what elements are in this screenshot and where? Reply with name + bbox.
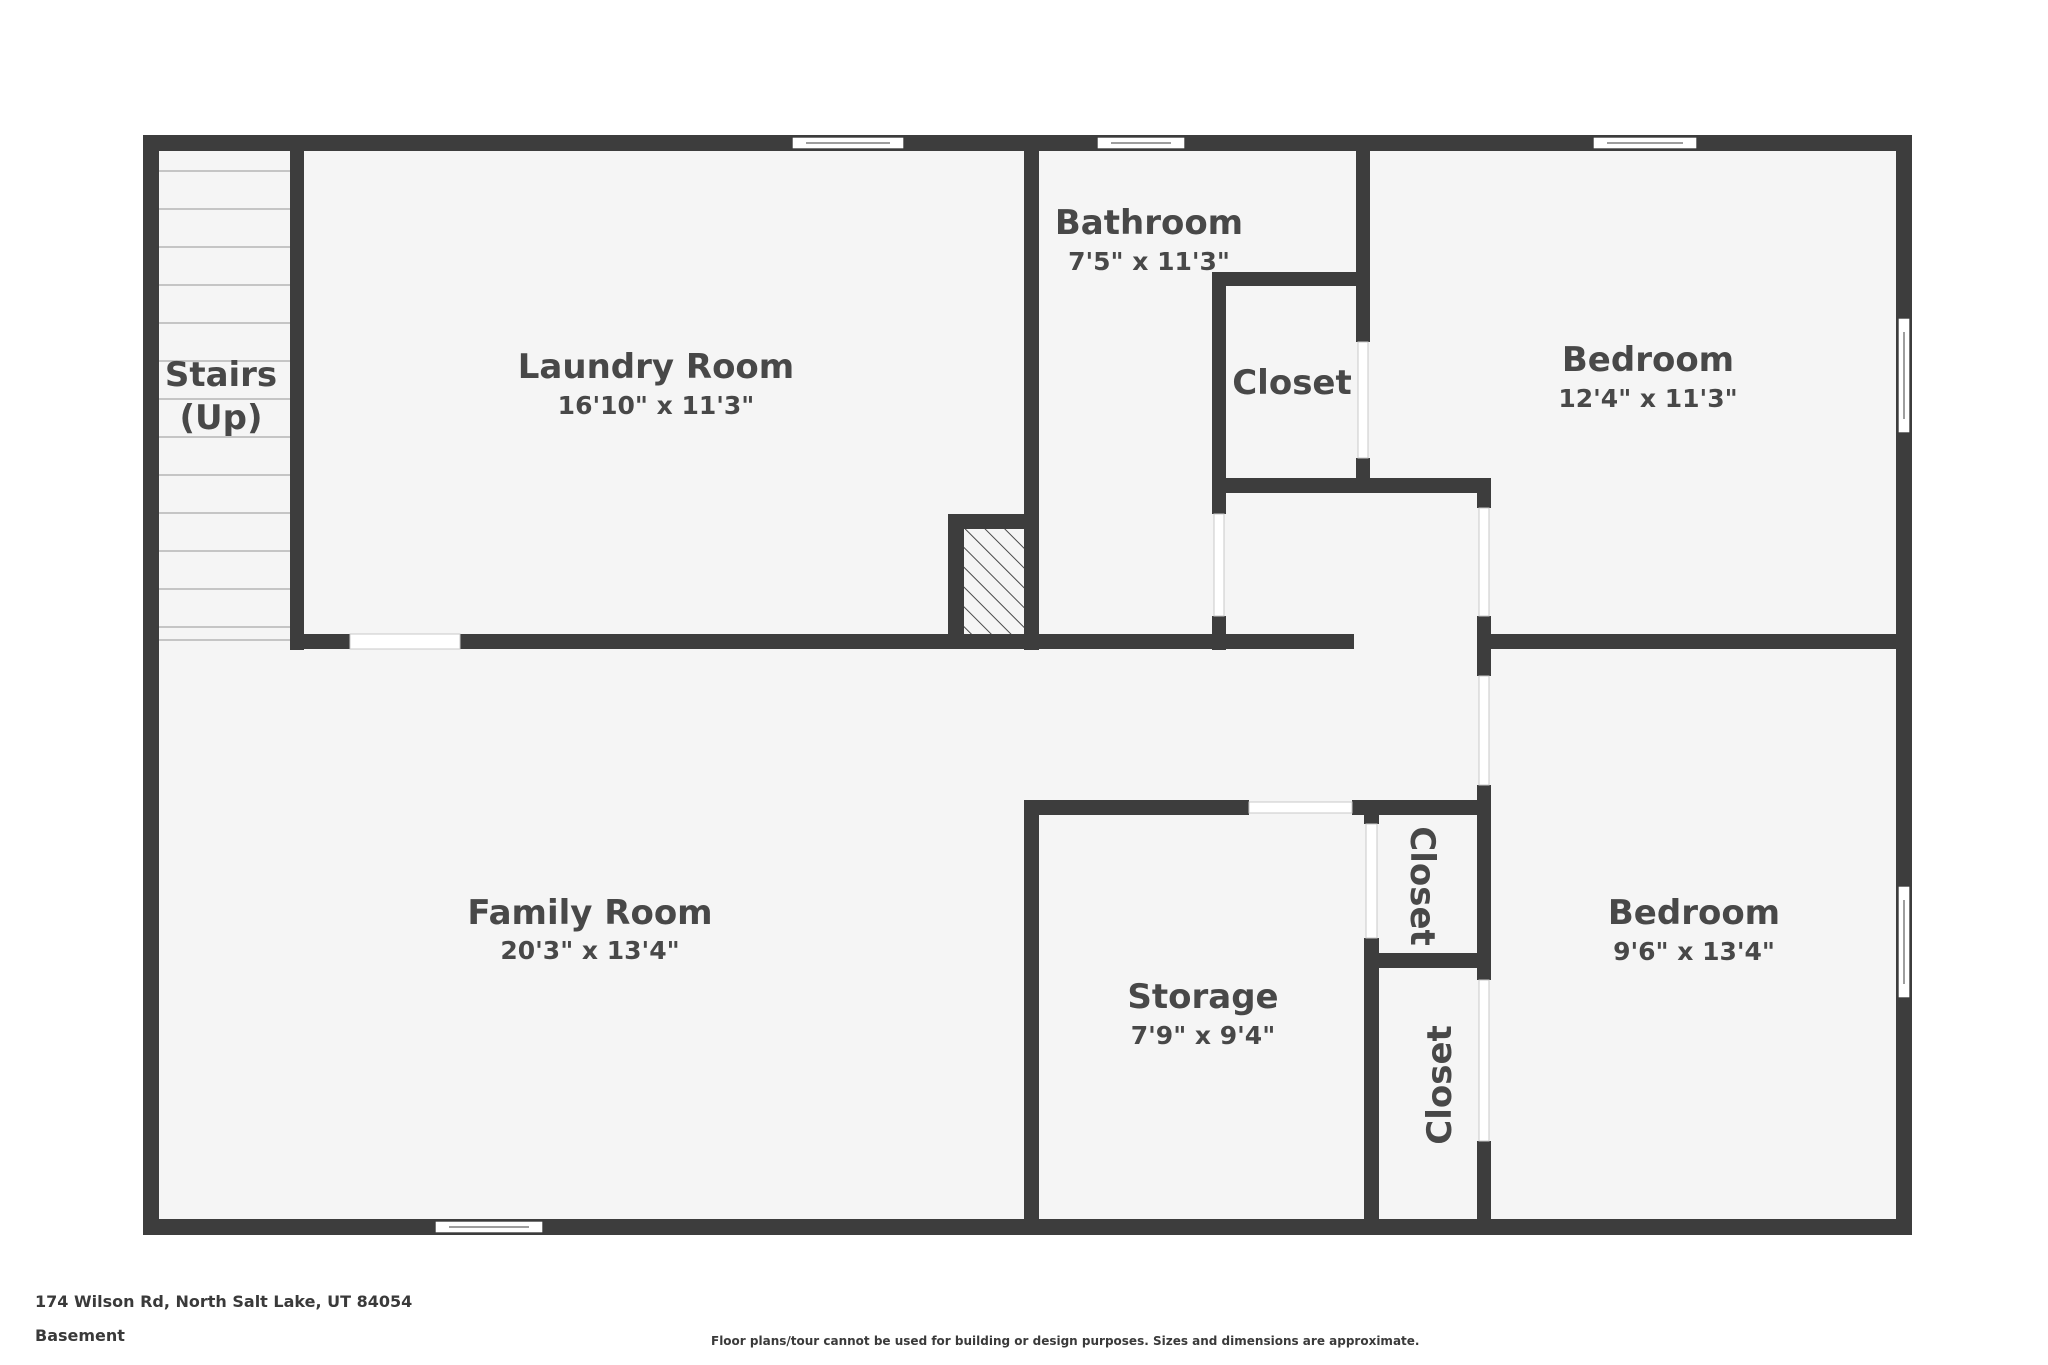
bathroom-dims: 7'5" x 11'3" [1068, 247, 1230, 276]
bedroom-2-dims: 9'6" x 13'4" [1613, 937, 1775, 966]
laundry-room-name: Laundry Room [518, 347, 794, 387]
property-address: 174 Wilson Rd, North Salt Lake, UT 84054 [35, 1292, 413, 1311]
hatched-column [964, 529, 1024, 635]
bedroom-1-dims: 12'4" x 11'3" [1558, 384, 1737, 413]
disclaimer-text: Floor plans/tour cannot be used for buil… [711, 1334, 1420, 1348]
stairs-sub-label: (Up) [179, 398, 262, 438]
closet-bath-name: Closet [1232, 363, 1352, 403]
closet-upper-name: Closet [1402, 826, 1442, 946]
window-bathroom [1096, 136, 1186, 150]
stairs-treads [158, 170, 290, 641]
window-bedroom-1-top [1592, 136, 1698, 150]
stairs-label: Stairs [165, 355, 277, 395]
bedroom-1-name: Bedroom [1562, 340, 1734, 380]
door-openings [349, 341, 1490, 1142]
storage-dims: 7'9" x 9'4" [1131, 1021, 1275, 1050]
family-room-dims: 20'3" x 13'4" [500, 936, 679, 965]
window-bedroom-1-right [1897, 317, 1911, 434]
closet-lower-name: Closet [1420, 1025, 1460, 1145]
family-room-name: Family Room [467, 893, 712, 933]
floor-level-label: Basement [35, 1326, 125, 1345]
storage-name: Storage [1127, 977, 1278, 1017]
window-bedroom-2-right [1897, 885, 1911, 999]
window-family-bottom [434, 1220, 544, 1234]
bathroom-name: Bathroom [1055, 203, 1243, 243]
bedroom-2-name: Bedroom [1608, 893, 1780, 933]
laundry-room-dims: 16'10" x 11'3" [558, 391, 755, 420]
window-laundry [791, 136, 905, 150]
windows [434, 136, 1911, 1234]
